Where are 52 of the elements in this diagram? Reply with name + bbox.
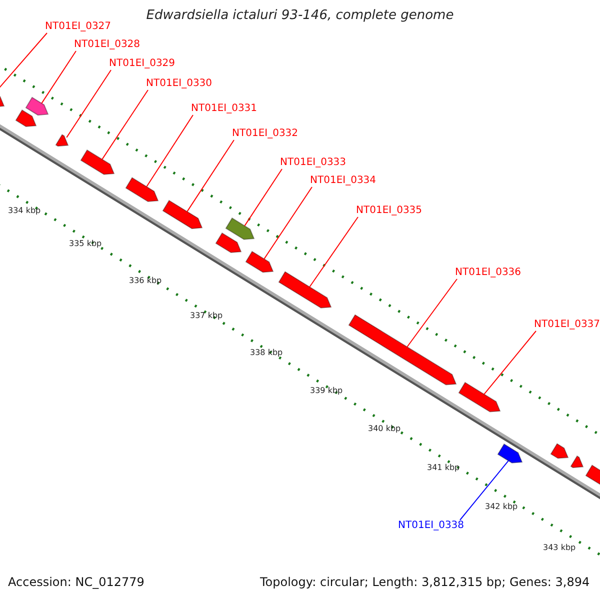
scale-label: 337 kbp	[190, 312, 223, 320]
leader-line	[244, 168, 282, 226]
scale-label: 334 kbp	[8, 207, 41, 215]
gene-label: NT01EI_0337	[534, 320, 600, 330]
gene-block	[585, 464, 600, 486]
gene-block	[162, 200, 203, 230]
gene-block	[348, 314, 457, 386]
gene-block	[225, 217, 255, 240]
gene-label: NT01EI_0328	[74, 40, 140, 50]
accession-text: Accession: NC_012779	[8, 576, 144, 588]
gene-block	[550, 443, 569, 459]
gene-block	[215, 232, 242, 254]
leader-line	[460, 460, 509, 520]
leader-line	[66, 70, 112, 138]
gene-label: NT01EI_0329	[109, 59, 176, 69]
gene-block	[497, 443, 523, 464]
leader-line	[146, 114, 194, 188]
gene-block	[25, 96, 49, 116]
map-title: Edwardsiella ictaluri 93-146, complete genome	[145, 9, 455, 22]
scale-label: 342 kbp	[485, 503, 518, 511]
gene-label: NT01EI_0336	[455, 268, 522, 278]
scale-label: 341 kbp	[427, 464, 460, 472]
gene-label: NT01EI_0331	[191, 104, 258, 114]
gene-block	[570, 455, 584, 468]
gene-block	[15, 109, 37, 128]
leader-line	[309, 216, 358, 288]
leader-line	[406, 278, 458, 348]
gene-block	[55, 134, 69, 147]
gene-label: NT01EI_0333	[280, 158, 346, 168]
leader-line	[186, 140, 234, 212]
gene-label: NT01EI_0338	[398, 521, 464, 531]
leader-line	[102, 90, 148, 160]
scale-label: 336 kbp	[129, 277, 162, 285]
genome-summary: Topology: circular; Length: 3,812,315 bp; Genes: 3,894	[260, 576, 590, 588]
gene-block	[80, 149, 115, 175]
leader-line	[41, 50, 76, 104]
leader-line	[484, 330, 536, 395]
gene-label: NT01EI_0327	[45, 22, 112, 32]
scale-label: 339 kbp	[310, 387, 343, 395]
scale-label: 338 kbp	[250, 349, 283, 357]
gene-label: NT01EI_0332	[232, 129, 298, 139]
gene-label: NT01EI_0335	[356, 206, 422, 216]
gene-block	[278, 271, 332, 308]
scale-label: 343 kbp	[543, 544, 576, 552]
scale-label: 340 kbp	[368, 425, 401, 433]
gene-block	[245, 250, 274, 273]
leader-line	[264, 186, 312, 260]
scale-label: 335 kbp	[69, 240, 102, 248]
gene-block	[458, 382, 501, 412]
gene-label: NT01EI_0334	[310, 176, 376, 186]
gene-block	[125, 177, 159, 202]
gene-label: NT01EI_0330	[146, 79, 212, 89]
